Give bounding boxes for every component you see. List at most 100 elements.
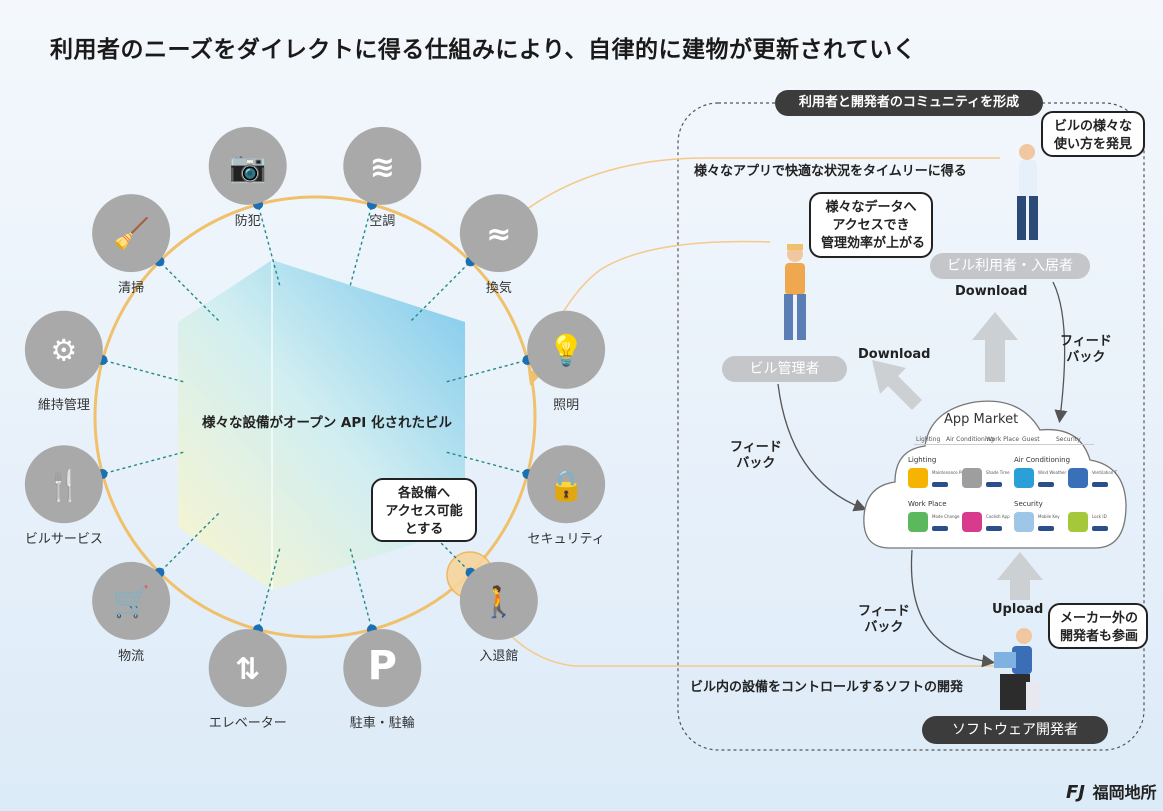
app-category[interactable]: Lighting [916, 436, 941, 443]
download-user-label: Download [955, 284, 1028, 299]
cart-person-icon: 🛒 [92, 561, 171, 640]
feedback-line: フィード [858, 604, 910, 619]
app-tile-name: Lock ID [1092, 514, 1107, 519]
gear-wrench-icon: ⚙ [24, 310, 103, 389]
app-tile-name: Shade Time [986, 470, 1010, 475]
app-get-button[interactable] [932, 526, 948, 531]
app-tile-icon[interactable] [908, 512, 928, 532]
bubble-line: ビルの様々な [1053, 119, 1132, 134]
download-manager-arrow [872, 360, 922, 410]
app-get-button[interactable] [1038, 482, 1054, 487]
building-manager-figure [784, 244, 806, 340]
app-tile-icon[interactable] [1014, 512, 1034, 532]
feedback-line: バック [864, 620, 904, 635]
app-market-cloud [863, 400, 1127, 549]
facility-spoke [158, 260, 220, 322]
facility-label-entry: 入退館 [479, 648, 519, 664]
svg-text:🛒: 🛒 [112, 584, 149, 620]
app-category[interactable]: Guest [1022, 436, 1040, 443]
role-developer: ソフトウェア開発者 [922, 716, 1108, 744]
bottom-connector-line [480, 596, 998, 667]
facility-label-elevator: エレベーター [208, 716, 287, 732]
app-section-title: Work Place [908, 500, 947, 508]
feedback-manager-curve [777, 383, 867, 512]
upload-label: Upload [992, 602, 1044, 617]
app-tile-name: Mobile Key [1038, 514, 1060, 519]
app-get-button[interactable] [1038, 526, 1054, 531]
light-bulb-icon: 💡 [527, 310, 606, 389]
app-tile-icon[interactable] [1068, 512, 1088, 532]
role-user: ビル利用者・入居者 [930, 253, 1090, 279]
app-tile-name: Ventilation T [1092, 470, 1118, 475]
feedback-line: フィード [1060, 334, 1112, 349]
app-market-categories: Lighting Air Conditioning Work Place Gue… [914, 436, 1094, 445]
bucket-broom-icon: 🧹 [92, 194, 171, 273]
community-label: 利用者と開発者のコミュニティを形成 [775, 90, 1043, 116]
svg-text:🔒: 🔒 [547, 468, 584, 503]
feedback-dev-label: フィード バック [858, 604, 910, 636]
feedback-user-label: フィード バック [1060, 334, 1112, 366]
facility-spoke [257, 548, 281, 630]
logo-text: 福岡地所 [1092, 783, 1157, 802]
facility-spoke [446, 359, 528, 383]
facility-label-logistics: 物流 [118, 648, 145, 664]
app-tile-icon[interactable] [962, 468, 982, 488]
app-get-button[interactable] [986, 526, 1002, 531]
feedback-line: フィード [730, 440, 782, 455]
facility-spoke [446, 451, 528, 475]
app-get-button[interactable] [932, 482, 948, 487]
app-section-title: Air Conditioning [1014, 456, 1071, 464]
app-get-button[interactable] [1092, 526, 1108, 531]
facility-label-cleaning: 清掃 [118, 281, 145, 297]
security-camera-icon: 📷 [208, 126, 287, 205]
svg-text:🚶: 🚶 [480, 584, 517, 620]
access-bubble: 各設備へ アクセス可能 とする [371, 478, 477, 542]
svg-text:P: P [368, 643, 397, 689]
bubble-line: とする [404, 522, 444, 537]
app-tile-name: Coolish App [986, 514, 1010, 519]
elevator-icon: ⇅ [208, 629, 287, 708]
feedback-line: バック [736, 456, 776, 471]
app-tile-icon[interactable] [908, 468, 928, 488]
download-manager-label: Download [858, 347, 931, 362]
svg-text:⇅: ⇅ [235, 652, 260, 687]
upload-arrow [997, 552, 1043, 600]
logo-mark: FJ [1066, 782, 1085, 803]
svg-text:📷: 📷 [229, 150, 266, 185]
feedback-manager-label: フィード バック [730, 440, 782, 472]
bubble-line: 各設備へ [397, 486, 450, 501]
app-section-title: Security [1014, 500, 1043, 508]
developers-bubble: メーカー外の 開発者も参画 [1048, 603, 1148, 649]
facility-label-maintenance: 維持管理 [37, 397, 90, 413]
app-category[interactable]: Air Conditioning [946, 436, 995, 443]
app-get-button[interactable] [986, 482, 1002, 487]
facility-spokes [102, 204, 528, 630]
feedback-dev-curve [910, 549, 996, 668]
parking-icon: P [343, 629, 422, 708]
app-tile-icon[interactable] [1014, 468, 1034, 488]
app-tile-icon[interactable] [962, 512, 982, 532]
software-developer-figure [994, 628, 1040, 710]
app-tile-icon[interactable] [1068, 468, 1088, 488]
facility-spoke [349, 548, 373, 630]
wind-icon: ≈ [459, 194, 538, 273]
app-get-button[interactable] [1092, 482, 1108, 487]
bubble-line: アクセスでき [832, 218, 910, 233]
bottom-arrow-label: ビル内の設備をコントロールするソフトの開発 [690, 680, 964, 695]
app-category[interactable]: Security [1056, 436, 1081, 443]
facility-icons: ≋ ≈ 💡 🔒 🚶 P ⇅ 🛒 🍴 ⚙ 🧹 📷 [24, 126, 606, 708]
facility-label-security: セキュリティ [527, 532, 605, 548]
bubble-line: 管理効率が上がる [821, 236, 926, 251]
app-market-title: App Market [944, 412, 1019, 427]
svg-text:🧹: 🧹 [112, 216, 149, 252]
facility-label-lighting: 照明 [553, 397, 580, 413]
app-category[interactable]: Work Place [986, 436, 1020, 443]
fork-knife-icon: 🍴 [24, 445, 103, 524]
download-user-arrow [972, 312, 1018, 382]
facility-label-ventilation: 換気 [485, 281, 512, 297]
person-entry-icon: 🚶 [459, 561, 538, 640]
facility-label-crime_prevention: 防犯 [234, 213, 261, 229]
air-conditioner-icon: ≋ [343, 126, 422, 205]
facility-spoke [102, 359, 184, 383]
